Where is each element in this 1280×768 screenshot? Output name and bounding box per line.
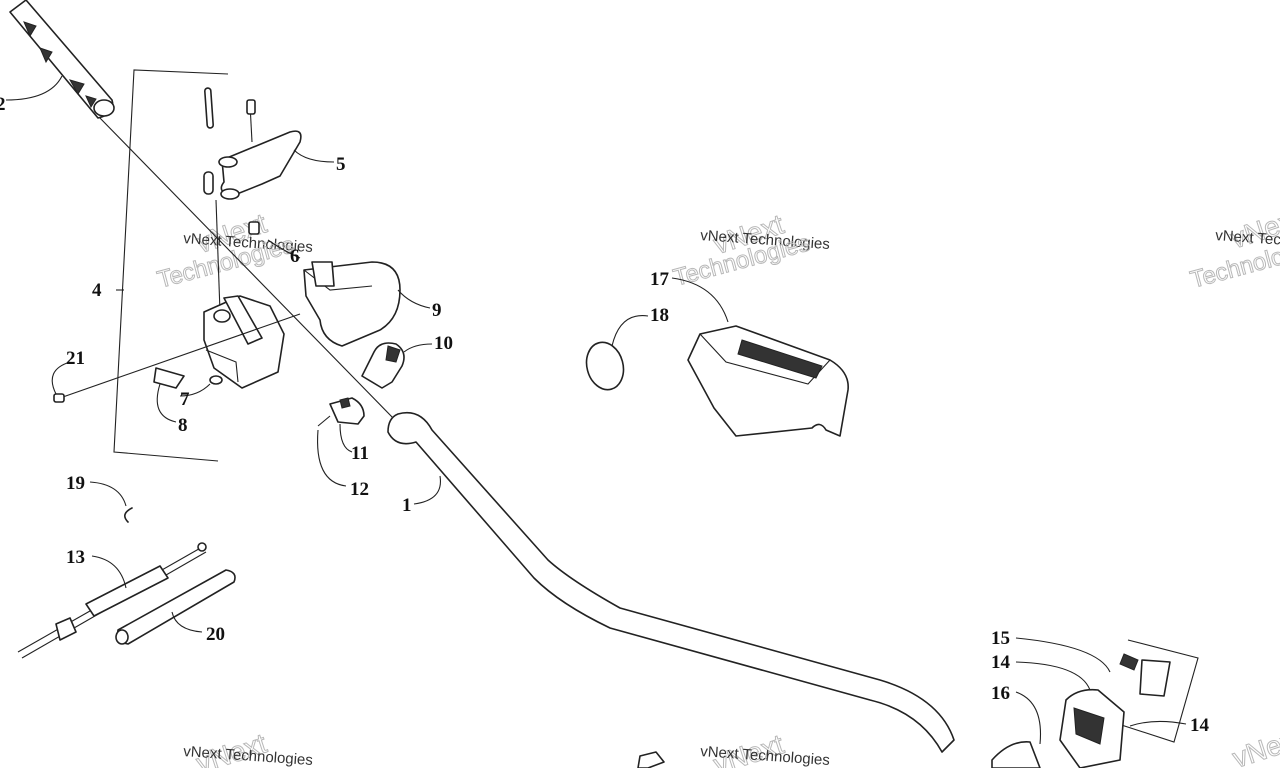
watermark-top-right: vNext vNext Technologies Technologies — [1187, 202, 1280, 294]
callout-12: 12 — [350, 479, 369, 500]
callout-8: 8 — [178, 415, 188, 436]
handlebar-part — [387, 411, 955, 753]
throttle-cable-part — [17, 542, 207, 659]
callout-14-right: 14 — [1190, 715, 1210, 736]
clip-part — [317, 397, 365, 427]
callout-21: 21 — [66, 348, 85, 369]
alignment-line — [97, 115, 396, 421]
callout-9: 9 — [432, 300, 442, 321]
hand-guard-part — [687, 325, 849, 437]
housing-cover-part — [303, 261, 401, 347]
watermark-bottom-left: vNext vNext Technologies — [183, 727, 314, 768]
svg-text:vNext: vNext — [1229, 722, 1280, 768]
ring-part — [585, 341, 625, 391]
callout-17: 17 — [650, 269, 670, 290]
assembly-bracket — [113, 69, 229, 462]
callout-10: 10 — [434, 333, 453, 354]
callout-20: 20 — [206, 624, 225, 645]
watermark-bottom-center: vNext vNext Technologies — [700, 728, 831, 768]
callout-4: 4 — [92, 280, 102, 301]
throttle-lever-part — [203, 87, 302, 313]
callout-14-left: 14 — [991, 652, 1011, 673]
c-clip-part — [124, 507, 133, 523]
callout-16: 16 — [991, 683, 1010, 704]
cable-cap-part — [361, 342, 405, 389]
screw-part — [53, 313, 301, 403]
watermark-bottom-right: vNext — [1228, 722, 1280, 768]
callout-13: 13 — [66, 547, 85, 568]
callout-18: 18 — [650, 305, 669, 326]
callout-7: 7 — [180, 389, 190, 410]
leader-lines — [5, 75, 1187, 745]
throttle-housing-part — [203, 295, 285, 389]
callout-15: 15 — [991, 628, 1010, 649]
small-block-part — [637, 751, 665, 768]
callout-2: 2 — [0, 94, 6, 115]
grip-part — [9, 0, 115, 119]
callout-19: 19 — [66, 473, 85, 494]
callout-11: 11 — [351, 443, 369, 464]
watermark-top-center: vNext vNext Technologies Technologies — [670, 208, 830, 292]
callout-1: 1 — [402, 495, 412, 516]
callout-6: 6 — [290, 246, 300, 267]
callout-5: 5 — [336, 154, 346, 175]
cable-sleeve-part — [115, 569, 236, 645]
brake-assembly-part — [991, 639, 1199, 768]
washer-and-plate-part — [153, 367, 223, 389]
